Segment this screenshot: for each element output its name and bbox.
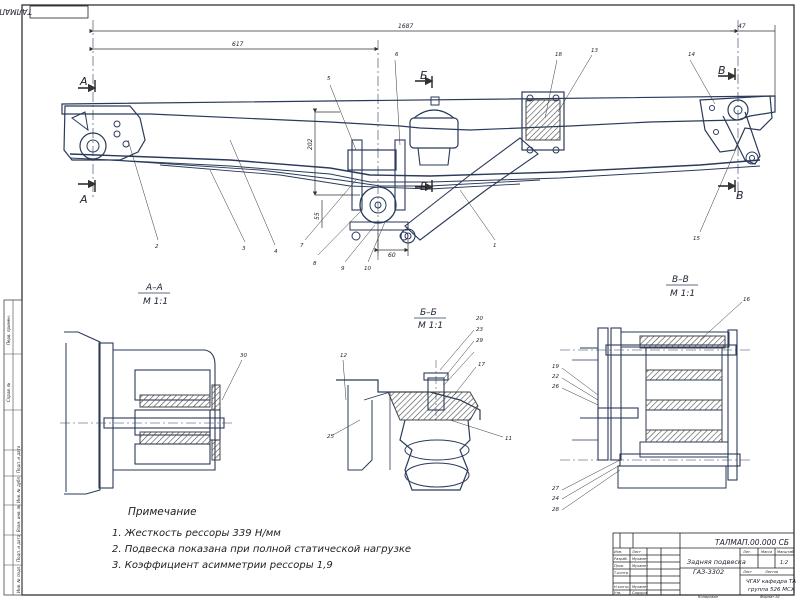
view-vv-name: В–В <box>672 275 689 285</box>
callout-22: 22 <box>552 374 559 380</box>
callout-3: 3 <box>242 246 246 252</box>
callout-28: 28 <box>552 507 559 513</box>
dimension-lines <box>89 25 776 256</box>
section-v-v <box>560 284 750 511</box>
person: Мухамет <box>632 557 649 561</box>
callout-8: 8 <box>313 261 317 267</box>
main-view <box>61 20 776 260</box>
col-scale: Масштаб <box>777 550 794 554</box>
callout-2: 2 <box>155 244 159 250</box>
title-name-1: Задняя подвеска <box>687 558 746 566</box>
org-line-1: ЧГАУ кафедра ТА <box>746 579 796 585</box>
svg-text:В: В <box>736 189 744 202</box>
copied-label: Копировал <box>698 595 719 599</box>
sheet-label: Лист <box>742 570 753 574</box>
callout-15: 15 <box>693 236 700 242</box>
doc-code-rotated: ТАЛМАП.00.000 СБ <box>0 7 32 16</box>
view-aa-scale: М 1:1 <box>143 297 168 307</box>
sheets-label: Листов <box>764 570 778 574</box>
dim-bottom: 60 <box>388 252 396 259</box>
margin-label: Подп. и дата <box>16 445 21 473</box>
title-name-2: ГАЗ-3302 <box>693 568 724 576</box>
callout-7: 7 <box>300 243 304 249</box>
dim-right: 47 <box>738 23 746 30</box>
callout-leaders <box>127 54 746 263</box>
person: Мухамет <box>632 564 649 568</box>
callout-11: 11 <box>505 436 512 442</box>
margin-label: Перв. примен. <box>6 315 11 345</box>
role: Н.контр. <box>614 585 630 589</box>
dim-overall: 1687 <box>398 23 413 30</box>
callout-23: 23 <box>476 327 483 333</box>
svg-text:Б: Б <box>420 69 428 82</box>
role: Утв. <box>614 591 621 595</box>
dim-partial: 617 <box>232 41 244 48</box>
margin-label: Подп. и дата <box>16 534 21 562</box>
svg-text:А: А <box>79 75 88 88</box>
scale-value: 1:2 <box>780 560 788 566</box>
col-lit: Лит. <box>742 550 751 554</box>
callout-12: 12 <box>340 353 347 359</box>
svg-text:А: А <box>79 193 88 206</box>
person: Сидоров <box>632 591 648 595</box>
callout-13: 13 <box>591 48 598 54</box>
callout-26: 26 <box>552 384 559 390</box>
callout-17: 17 <box>478 362 485 368</box>
section-b-b <box>332 317 504 491</box>
section-a-a <box>60 292 243 495</box>
svg-text:В: В <box>718 64 726 77</box>
dim-height: 202 <box>307 138 314 150</box>
callout-25: 25 <box>327 434 334 440</box>
view-bb-scale: М 1:1 <box>418 321 443 331</box>
callout-9: 9 <box>341 266 345 272</box>
callout-5: 5 <box>327 76 331 82</box>
callout-16: 16 <box>743 297 750 303</box>
callout-1: 1 <box>493 243 497 249</box>
note-1: 1. Жесткость рессоры 339 Н/мм <box>112 528 281 539</box>
callout-20: 20 <box>476 316 483 322</box>
view-bb-name: Б–Б <box>420 308 437 318</box>
svg-text:Б: Б <box>420 180 428 193</box>
callout-10: 10 <box>364 266 371 272</box>
view-aa-name: А–А <box>145 283 163 293</box>
title-code: ТАЛМАП.00.000 СБ <box>715 538 789 547</box>
view-vv-scale: М 1:1 <box>670 289 695 299</box>
dim-small-height: 55 <box>314 212 321 220</box>
callout-18: 18 <box>555 52 562 58</box>
format-label: Формат А1 <box>760 595 780 599</box>
callout-14: 14 <box>688 52 695 58</box>
margin-label: Взам. инв. № <box>16 505 21 532</box>
role: Разраб. <box>614 557 628 561</box>
col-mass: Масса <box>761 550 772 554</box>
callout-4: 4 <box>274 249 278 255</box>
callout-27: 27 <box>552 486 559 492</box>
margin-label: Справ. № <box>6 383 11 402</box>
role: Пров. <box>614 564 624 568</box>
section-markers <box>78 68 737 192</box>
callout-30: 30 <box>240 353 247 359</box>
section-letters: А А Б Б В В <box>79 64 744 206</box>
callout-numbers: 2 3 4 5 6 7 8 9 10 1 18 13 14 15 <box>155 48 700 272</box>
callout-24: 24 <box>552 496 559 502</box>
margin-labels: Перв. примен. Справ. № Подп. и дата Инв.… <box>6 315 21 593</box>
margin-label: Инв. № дубл. <box>16 476 21 503</box>
role: Изм. <box>614 550 622 554</box>
person: Лист <box>631 550 642 554</box>
person: Мухамет <box>632 585 649 589</box>
org-line-2: группа 526 МСХ <box>748 587 795 593</box>
note-3: 3. Коэффициент асимметрии рессоры 1,9 <box>112 560 333 571</box>
title-block <box>612 532 795 596</box>
margin-label: Инв. № подл. <box>16 565 21 593</box>
callout-6: 6 <box>395 52 399 58</box>
callout-19: 19 <box>552 364 559 370</box>
note-2: 2. Подвеска показана при полной статичес… <box>112 544 412 555</box>
callout-29: 29 <box>476 338 483 344</box>
notes-title: Примечание <box>128 506 197 518</box>
role: Т.контр. <box>614 571 629 575</box>
